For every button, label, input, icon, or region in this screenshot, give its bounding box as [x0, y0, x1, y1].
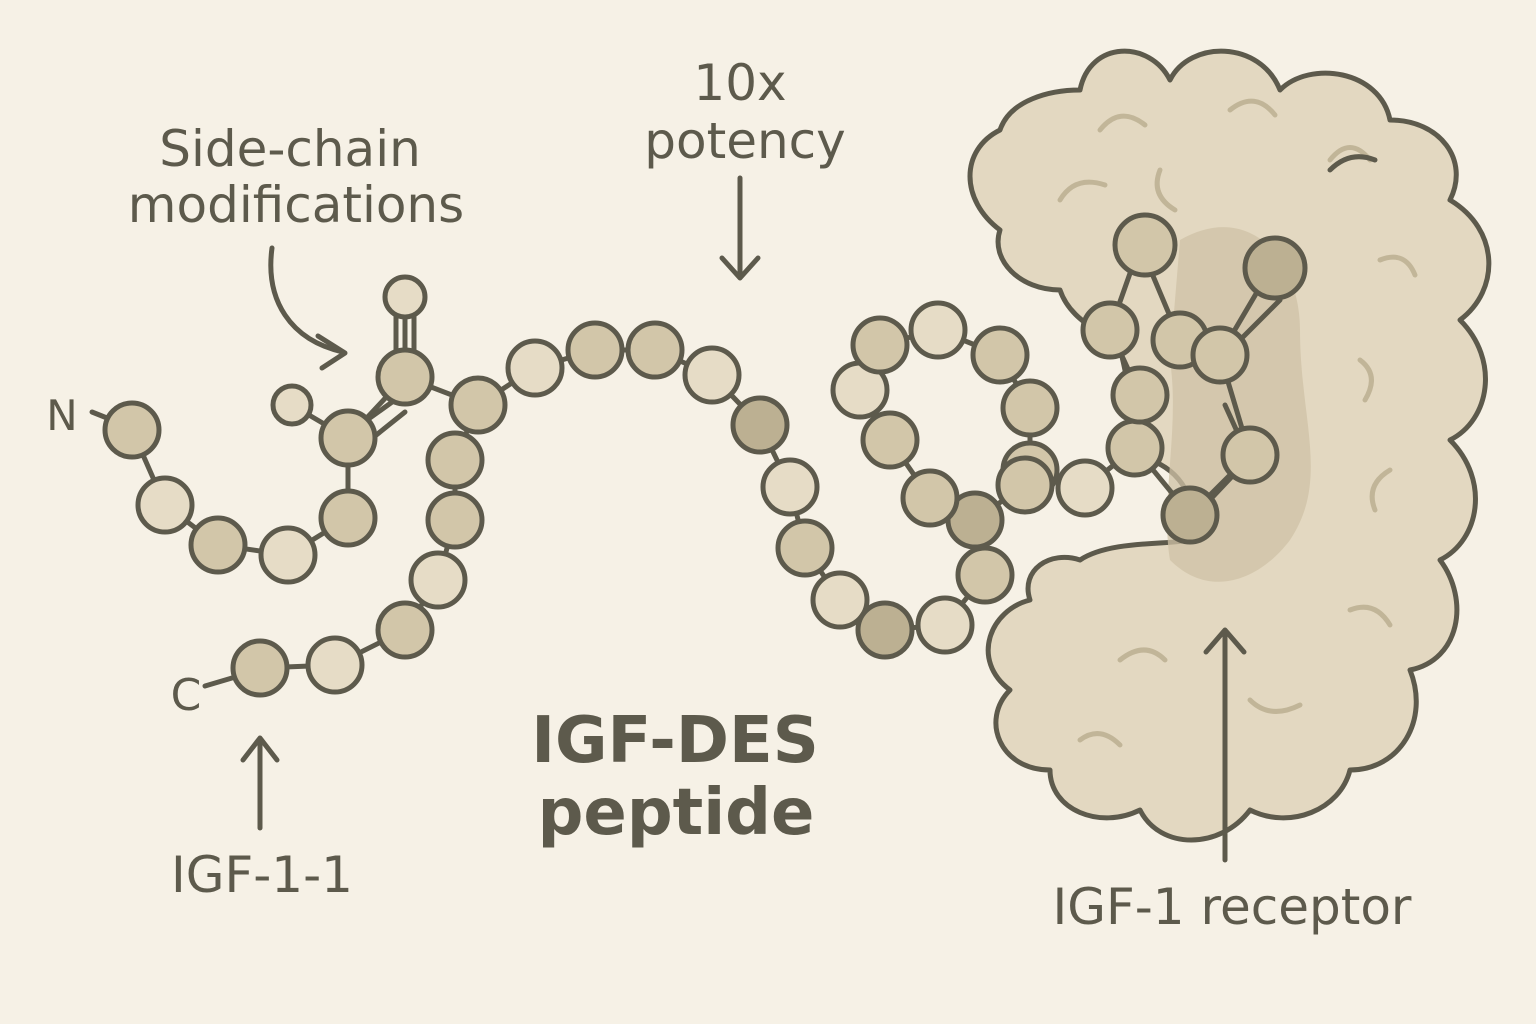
amino-acid-bead — [915, 595, 975, 655]
amino-acid-bead — [230, 638, 290, 698]
amino-acid-residues — [102, 212, 1308, 698]
amino-acid-bead — [970, 325, 1030, 385]
amino-acid-bead — [625, 320, 685, 380]
arrow-up-icon — [240, 735, 280, 831]
amino-acid-bead — [850, 315, 910, 375]
amino-acid-bead — [135, 475, 195, 535]
amino-acid-bead — [425, 430, 485, 490]
potency-label-line2: potency — [644, 112, 845, 170]
amino-acid-bead — [760, 457, 820, 517]
amino-acid-bead — [270, 383, 314, 427]
amino-acid-bead — [955, 545, 1015, 605]
amino-acid-bead — [425, 490, 485, 550]
amino-acid-bead — [682, 345, 742, 405]
amino-acid-bead — [908, 300, 968, 360]
amino-acid-bead — [258, 525, 318, 585]
amino-acid-bead — [1000, 378, 1060, 438]
side-chain-label-line1: Side-chain — [159, 120, 421, 178]
amino-acid-bead — [855, 600, 915, 660]
receptor-texture — [1057, 98, 1418, 748]
amino-acid-bead — [318, 488, 378, 548]
amino-acid-bead — [102, 400, 162, 460]
arrow-curved-icon — [268, 245, 348, 371]
potency-label-line1: 10x — [693, 54, 786, 112]
igf-1-1-label: IGF-1-1 — [171, 846, 353, 904]
amino-acid-bead — [505, 338, 565, 398]
receptor-dark-squiggle — [1327, 154, 1378, 173]
n-terminus-label: N — [46, 391, 77, 440]
amino-acid-bead — [1112, 212, 1178, 278]
c-terminus-label: C — [171, 670, 202, 721]
amino-acid-bead — [565, 320, 625, 380]
amino-acid-bead — [408, 550, 468, 610]
amino-acid-bead — [305, 635, 365, 695]
amino-acid-bead — [995, 455, 1055, 515]
double-bond-ring-a — [1237, 297, 1283, 343]
amino-acid-bead — [188, 515, 248, 575]
amino-acid-bead — [1160, 485, 1220, 545]
c-terminus-bond — [202, 675, 235, 689]
amino-acid-bead — [1055, 458, 1115, 518]
amino-acid-bead — [382, 274, 428, 320]
amino-acid-bead — [1242, 235, 1308, 301]
amino-acid-bead — [448, 375, 508, 435]
receptor-label: IGF-1 receptor — [1053, 878, 1412, 936]
amino-acid-bead — [730, 395, 790, 455]
amino-acid-bead — [1105, 418, 1165, 478]
amino-acid-bead — [1190, 325, 1250, 385]
side-chain-label-line2: modifications — [128, 176, 464, 234]
peptide-title-line2: peptide — [538, 776, 815, 850]
amino-acid-bead — [375, 347, 435, 407]
amino-acid-bead — [1220, 425, 1280, 485]
arrow-up-icon — [1203, 627, 1247, 863]
amino-acid-bead — [318, 408, 378, 468]
amino-acid-bead — [900, 468, 960, 528]
peptide-title-line1: IGF-DES — [531, 704, 819, 778]
amino-acid-bead — [775, 518, 835, 578]
annotation-arrows — [240, 175, 1247, 863]
amino-acid-bead — [810, 570, 870, 630]
amino-acid-bead — [1080, 300, 1140, 360]
amino-acid-bead — [375, 600, 435, 660]
amino-acid-bead — [860, 410, 920, 470]
amino-acid-bead — [1110, 365, 1170, 425]
arrow-down-icon — [719, 175, 761, 281]
